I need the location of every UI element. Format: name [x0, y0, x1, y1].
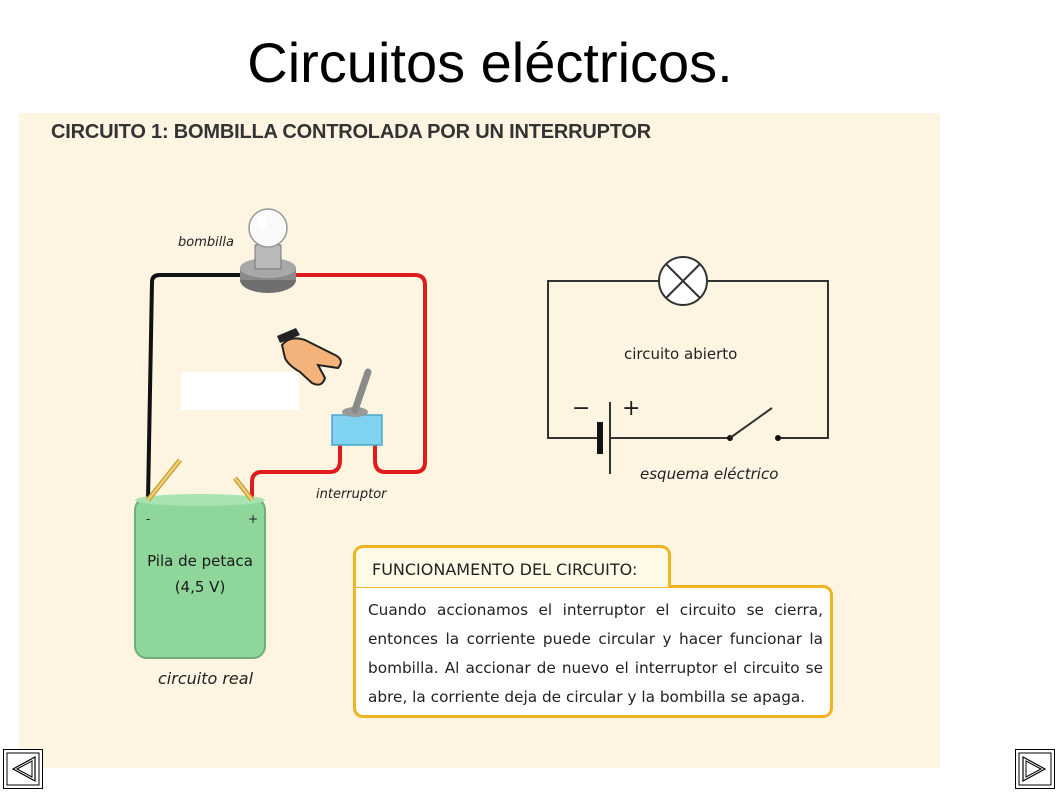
- schematic-wire-right: [707, 280, 829, 439]
- black-wire: [146, 273, 245, 501]
- panel-title: CIRCUITO 1: BOMBILLA CONTROLADA POR UN I…: [51, 121, 651, 143]
- function-box-title: FUNCIONAMENTO DEL CIRCUITO:: [372, 560, 638, 579]
- battery-label-line1: Pila de petaca: [147, 552, 253, 570]
- open-circuit-label: circuito abierto: [624, 345, 738, 363]
- white-patch: [181, 372, 299, 410]
- bulb-icon: [240, 208, 296, 293]
- battery-label-line2: (4,5 V): [174, 578, 226, 596]
- battery-label: Pila de petaca (4,5 V): [135, 548, 265, 600]
- function-box-tab: [353, 545, 671, 587]
- next-slide-icon: [1018, 752, 1052, 786]
- next-slide-button[interactable]: [1015, 749, 1055, 789]
- schematic-diagram: [547, 256, 829, 474]
- pointing-hand-icon: [277, 328, 342, 386]
- red-wire-top: [290, 273, 427, 474]
- previous-slide-icon: [6, 752, 40, 786]
- schematic-label: esquema eléctrico: [640, 465, 779, 483]
- battery-minus: -: [146, 512, 151, 526]
- function-box-text: Cuando accionamos el interruptor el circ…: [368, 601, 823, 706]
- schematic-minus: −: [572, 396, 591, 421]
- schematic-wire: [547, 280, 659, 439]
- previous-slide-button[interactable]: [3, 749, 43, 789]
- battery-symbol-short: [597, 422, 603, 454]
- slide-title: Circuitos eléctricos.: [247, 31, 733, 94]
- battery-icon: [134, 458, 266, 659]
- red-wire-bottom: [250, 445, 342, 500]
- function-box: [353, 585, 833, 718]
- open-switch-symbol: [729, 407, 773, 439]
- schematic-plus: +: [622, 396, 641, 421]
- bulb-label: bombilla: [178, 235, 234, 250]
- switch-icon: [331, 368, 383, 446]
- switch-label: interruptor: [316, 487, 387, 502]
- real-circuit-label: circuito real: [158, 669, 254, 688]
- battery-plus: +: [248, 512, 259, 526]
